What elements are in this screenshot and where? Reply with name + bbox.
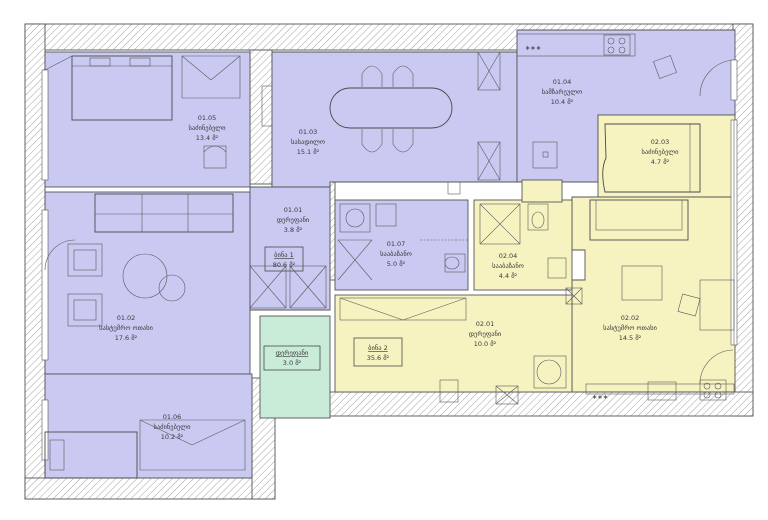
room-01-07 (334, 199, 469, 291)
common-corridor (259, 315, 331, 419)
room-label-02-01: 02.01 დერეფანი 10.0 მ² (469, 320, 502, 348)
room-01-06 (44, 373, 253, 479)
apartment-2-area (334, 114, 736, 393)
stove-mark: ∗∗∗ (525, 44, 541, 52)
unit-2-label: ბინა 2 35.6 მ² (367, 344, 390, 362)
svg-text:საძინებელი: საძინებელი (153, 423, 191, 431)
svg-text:80.6 მ²: 80.6 მ² (273, 261, 296, 269)
svg-text:დერეფანი: დერეფანი (469, 329, 502, 338)
svg-text:14.5 მ²: 14.5 მ² (619, 334, 642, 342)
toilet-icon (337, 203, 468, 281)
room-02-04 (473, 199, 573, 291)
washing-machine-icon (447, 181, 461, 195)
room-02-04-nook (521, 179, 563, 203)
svg-text:დერეფანი: დერეფანი (277, 215, 310, 224)
window (41, 59, 738, 461)
armchair-icon (677, 293, 701, 317)
room-label-01-06: 01.06 საძინებელი 10.2 მ² (153, 413, 191, 441)
apartment-1-area (44, 29, 736, 479)
armchair-icon (203, 145, 227, 169)
svg-text:4.7 მ²: 4.7 მ² (651, 158, 670, 166)
sofa-icon (94, 193, 234, 233)
dining-table-icon (261, 51, 501, 181)
room-label-01-05: 01.05 საძინებელი 13.4 მ² (188, 114, 226, 142)
svg-text:35.6 მ²: 35.6 მ² (367, 354, 390, 362)
bed-icon (44, 55, 241, 121)
svg-text:3.0 მ²: 3.0 მ² (283, 359, 302, 367)
sink-icon (532, 141, 558, 169)
svg-text:01.07: 01.07 (387, 240, 406, 248)
svg-text:სასადილო: სასადილო (291, 138, 325, 146)
room-01-03 (271, 51, 518, 193)
room-01-05 (44, 51, 251, 188)
svg-text:01.03: 01.03 (299, 128, 318, 136)
room-02-01 (334, 294, 573, 393)
bed-icon (602, 123, 701, 193)
svg-text:საძინებელი: საძინებელი (641, 148, 679, 156)
room-label-02-04: 02.04 სააბაზანო 4.4 მ² (492, 252, 524, 280)
svg-text:საძინებელი: საძინებელი (188, 124, 226, 132)
room-label-01-02: 01.02 სასტუმრო ოთახი 17.6 მ² (99, 314, 153, 342)
svg-text:დერეფანი: დერეფანი (276, 348, 309, 357)
svg-text:10.0 მ²: 10.0 მ² (474, 340, 497, 348)
svg-text:სააბაზანო: სააბაზანო (492, 262, 524, 270)
svg-text:02.02: 02.02 (621, 314, 640, 322)
svg-text:02.03: 02.03 (651, 138, 670, 146)
svg-text:01.05: 01.05 (198, 114, 217, 122)
unit-1-label: ბინა 1 80.6 მ² (273, 251, 296, 269)
stove-icon (585, 379, 735, 401)
svg-text:01.04: 01.04 (553, 78, 572, 86)
svg-text:სააბაზანო: სააბაზანო (380, 250, 412, 258)
room-label-01-04: 01.04 სამზარეულო 10.4 მ² (542, 78, 583, 106)
armchair-icon (67, 243, 103, 327)
tv-table (621, 265, 735, 331)
common-label-box (263, 345, 321, 371)
room-01-02 (44, 191, 251, 375)
shaft (249, 265, 327, 309)
bed-icon (44, 419, 246, 479)
kitchen-counter (516, 33, 636, 57)
unit-1-label-box (264, 246, 304, 272)
room-02-02 (571, 196, 736, 393)
room-02-03 (597, 114, 736, 198)
svg-text:10.4 მ²: 10.4 მ² (551, 98, 574, 106)
coffee-table (122, 253, 186, 302)
wardrobe (339, 297, 567, 405)
svg-text:4.4 მ²: 4.4 მ² (499, 272, 518, 280)
svg-text:ბინა 2: ბინა 2 (368, 344, 388, 352)
stove-mark: ∗∗∗ (592, 393, 608, 401)
svg-text:15.1 მ²: 15.1 მ² (297, 148, 320, 156)
svg-text:10.2 მ²: 10.2 მ² (161, 433, 184, 441)
svg-text:01.01: 01.01 (284, 206, 303, 214)
room-label-01-07: 01.07 სააბაზანო 5.0 მ² (380, 240, 412, 268)
svg-text:სამზარეულო: სამზარეულო (542, 87, 583, 96)
svg-text:5.0 მ²: 5.0 მ² (387, 260, 406, 268)
unit-2-label-box (353, 337, 403, 367)
room-label-01-01: 01.01 დერეფანი 3.8 მ² (277, 206, 310, 234)
svg-text:01.06: 01.06 (163, 413, 182, 421)
chair-icon (653, 55, 677, 79)
svg-text:13.4 მ²: 13.4 მ² (196, 134, 219, 142)
door-swing-icon (44, 239, 76, 271)
svg-text:ბინა 1: ბინა 1 (274, 251, 294, 259)
toilet-icon (479, 203, 583, 305)
room-label-02-02: 02.02 სასტუმრო ოთახი 14.5 მ² (603, 314, 657, 342)
svg-text:02.01: 02.01 (476, 320, 495, 328)
svg-text:17.6 მ²: 17.6 მ² (115, 334, 138, 342)
room-label-02-03: 02.03 საძინებელი 4.7 მ² (641, 138, 679, 166)
room-label-01-03: 01.03 სასადილო 15.1 მ² (291, 128, 325, 156)
sofa-icon (589, 199, 689, 241)
svg-text:სასტუმრო ოთახი: სასტუმრო ოთახი (603, 323, 657, 332)
svg-text:01.02: 01.02 (117, 314, 136, 322)
common-label: დერეფანი 3.0 მ² (276, 348, 309, 367)
door-swing-icon (699, 349, 734, 385)
svg-text:სასტუმრო ოთახი: სასტუმრო ოთახი (99, 323, 153, 332)
svg-text:02.04: 02.04 (499, 252, 518, 260)
svg-text:3.8 მ²: 3.8 მ² (284, 226, 303, 234)
